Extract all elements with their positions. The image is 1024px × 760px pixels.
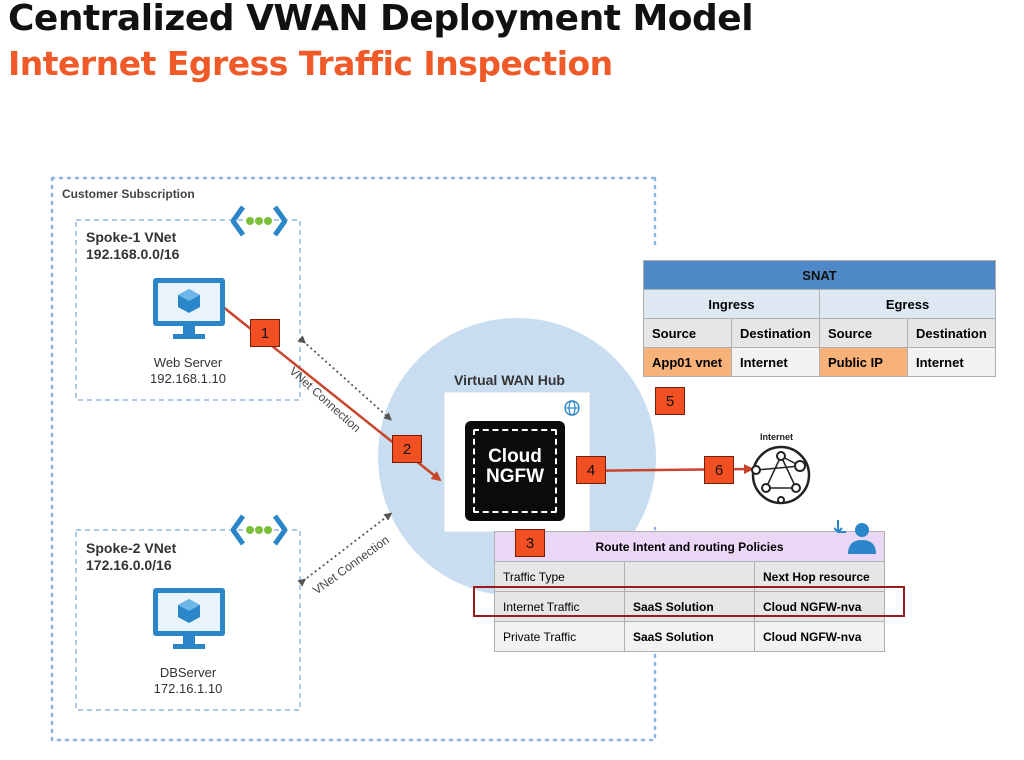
web-server-name: Web Server: [153, 355, 223, 370]
snat-group-ingress: Ingress: [643, 289, 820, 319]
snat-cell: Internet: [907, 347, 996, 377]
hub-label: Virtual WAN Hub: [454, 372, 565, 388]
vnet-connection-1: [297, 335, 392, 421]
spoke1-vnet-cidr: 192.168.0.0/16: [86, 246, 180, 262]
db-server-name: DBServer: [159, 665, 217, 680]
snat-table: SNAT Ingress Egress Source Destination S…: [643, 260, 996, 377]
step-marker-4: 4: [576, 456, 606, 484]
step-marker-1: 1: [250, 319, 280, 347]
snat-title: SNAT: [643, 260, 996, 290]
step-marker-3: 3: [515, 529, 545, 557]
globe-icon: [564, 400, 580, 416]
spoke2-boundary: [75, 529, 301, 711]
snat-col-header: Destination: [907, 318, 996, 348]
step-marker-2: 2: [392, 435, 422, 463]
snat-col-header: Source: [819, 318, 908, 348]
firewall-label-line1: Cloud: [488, 446, 542, 467]
snat-col-header: Source: [643, 318, 732, 348]
db-server-ip: 172.16.1.10: [153, 681, 223, 696]
route-cell: Private Traffic: [494, 621, 625, 652]
route-cell: SaaS Solution: [624, 621, 755, 652]
vnet-peering-icon: [231, 514, 287, 546]
virtual-machine-icon: [153, 588, 225, 649]
page-subtitle: Internet Egress Traffic Inspection: [8, 44, 613, 83]
route-intent-table: Route Intent and routing Policies Traffi…: [494, 531, 885, 652]
snat-cell: Internet: [731, 347, 820, 377]
highlight-internet-traffic: [473, 586, 905, 617]
snat-col-header: Destination: [731, 318, 820, 348]
spoke2-vnet-name: Spoke-2 VNet: [86, 540, 177, 556]
user-routing-icon: [834, 520, 876, 554]
web-server-ip: 192.168.1.10: [150, 371, 226, 386]
snat-cell: App01 vnet: [643, 347, 732, 377]
snat-cell: Public IP: [819, 347, 908, 377]
page-title: Centralized VWAN Deployment Model: [8, 0, 754, 39]
cloud-ngfw-icon: Cloud NGFW: [465, 421, 565, 521]
route-title: Route Intent and routing Policies: [494, 531, 885, 562]
firewall-card: Cloud NGFW: [444, 392, 590, 532]
internet-icon: [751, 445, 811, 505]
snat-group-egress: Egress: [819, 289, 996, 319]
subscription-label: Customer Subscription: [62, 187, 195, 201]
vnet-connection-2: [297, 512, 393, 587]
step-marker-5: 5: [655, 387, 685, 415]
spoke1-boundary: [75, 219, 301, 401]
step-marker-6: 6: [704, 456, 734, 484]
route-cell: Cloud NGFW-nva: [754, 621, 885, 652]
internet-label: Internet: [760, 432, 794, 442]
firewall-label-line2: NGFW: [485, 466, 545, 487]
vnet-peering-icon: [231, 205, 287, 237]
spoke2-vnet-cidr: 172.16.0.0/16: [86, 557, 172, 573]
virtual-machine-icon: [153, 278, 225, 339]
spoke1-vnet-name: Spoke-1 VNet: [86, 229, 177, 245]
